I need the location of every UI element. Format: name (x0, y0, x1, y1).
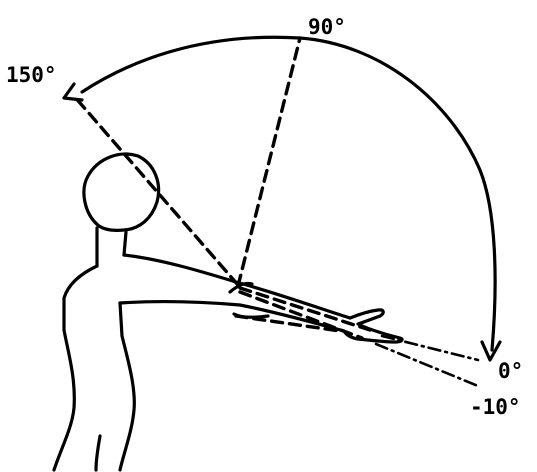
reference-line-0-extension (382, 336, 478, 360)
torso-front-outline (120, 303, 134, 470)
torso-detail-line (96, 436, 100, 470)
torso-back-outline (54, 266, 97, 470)
label-0-degrees: 0° (498, 359, 523, 383)
head-outline (84, 154, 159, 230)
label-90-degrees: 90° (308, 15, 346, 39)
reference-line-90 (238, 38, 300, 286)
reference-line-minus-10-extension (376, 344, 478, 386)
label-150-degrees: 150° (6, 63, 57, 87)
arrowhead-150 (64, 84, 82, 100)
label-minus-10-degrees: -10° (470, 395, 521, 419)
neck-outline-front (124, 232, 126, 255)
